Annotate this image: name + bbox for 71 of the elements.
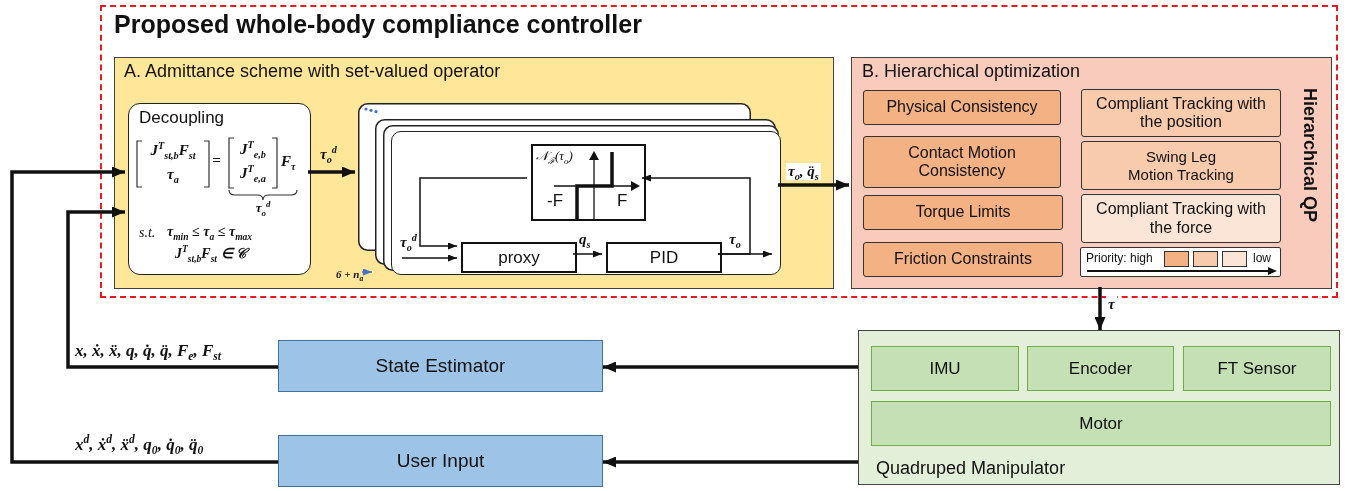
- priority-label: low: [1253, 252, 1271, 266]
- constraint-label: s.t.: [139, 225, 156, 242]
- task-box: [863, 90, 1061, 125]
- arrow: [419, 177, 528, 250]
- box-label: proxy: [498, 247, 540, 268]
- vertical-title: Hierarchical QP: [1299, 88, 1320, 223]
- box-label: Torque Limits: [915, 203, 1011, 222]
- arrow: [308, 166, 355, 178]
- arrow: [572, 250, 603, 258]
- box-label: IMU: [929, 358, 961, 379]
- panel-title: A. Admittance scheme with set-valued operator: [124, 61, 501, 82]
- task-box: [1081, 89, 1281, 137]
- card-title: Decoupling: [139, 108, 225, 128]
- box-label: Compliant Tracking with the position: [1096, 94, 1266, 132]
- task-box: [1081, 194, 1281, 243]
- task-box: [863, 136, 1061, 188]
- component-box: [1027, 346, 1174, 391]
- robot-panel: [858, 330, 1340, 485]
- box-label: State Estimator: [375, 355, 506, 377]
- arrow: [603, 361, 858, 373]
- constraint-equation: τ$_{min}$ ≤ τ$_{a}$ ≤ τ$_{max}$: [167, 224, 253, 241]
- process-box: [606, 242, 722, 273]
- arrow: [10, 166, 278, 464]
- panel-title: B. Hierarchical optimization: [862, 61, 1081, 82]
- task-box: [1081, 141, 1281, 190]
- equation-term: J$^{T}$$_{st,b}$F$_{st}$: [149, 142, 197, 160]
- box-label: Compliant Tracking with the force: [1096, 200, 1266, 237]
- axis-label: F: [617, 191, 628, 211]
- dashed-boundary: [100, 5, 1338, 298]
- axis-label: -F: [547, 191, 564, 211]
- edge-label: τ$_{o}$, q̈$_{s}$: [786, 163, 821, 180]
- arrow: [361, 268, 373, 276]
- box-label: Encoder: [1068, 358, 1133, 379]
- edge-label: x$^{d}$, ẋ$^{d}$, ẍ$^{d}$, q$_{0}$, q̇$_{0}$, q̈$_{0}$: [73, 436, 206, 455]
- box-label: FT Sensor: [1217, 358, 1297, 379]
- arrow: [66, 206, 278, 369]
- arrow: [401, 254, 458, 262]
- box-label: PID: [649, 247, 679, 268]
- optimization-panel: [851, 57, 1332, 289]
- box-label: Physical Consistency: [886, 98, 1038, 117]
- equation-term: F$_{τ}$: [281, 153, 296, 171]
- box-label: Contact Motion Consistency: [907, 143, 1017, 181]
- panel-title: Quadruped Manipulator: [876, 458, 1066, 479]
- equation-card: [128, 103, 311, 275]
- component-box: [871, 401, 1331, 446]
- equation-term: τ$_{a}$: [166, 166, 180, 184]
- panel-title: Proposed whole-body compliance controller: [114, 10, 642, 39]
- process-box: [278, 340, 603, 392]
- box-label: Motor: [1079, 413, 1123, 434]
- arrow: [1094, 287, 1106, 330]
- operator-label: 𝒩$_{ℱ}$(τ$_{o}$): [536, 149, 573, 164]
- arrow: [641, 174, 751, 255]
- component-box: [1183, 346, 1331, 391]
- box-label: Friction Constraints: [894, 250, 1032, 269]
- box-label: Swing Leg Motion Tracking: [1127, 148, 1235, 183]
- task-box: [863, 242, 1063, 277]
- equation-term: =: [212, 152, 221, 170]
- arrow: [603, 456, 858, 468]
- process-box: [461, 242, 577, 273]
- scheme-panel: [114, 57, 834, 289]
- component-box: [871, 346, 1019, 391]
- box-label: User Input: [396, 450, 485, 472]
- dimension-label: 6 + n$_{a}$: [336, 268, 364, 281]
- arrow: [778, 179, 849, 191]
- operator-box: [531, 144, 646, 221]
- front-card: [391, 131, 781, 275]
- priority-label: Priority: high: [1086, 252, 1153, 266]
- priority-legend: [1080, 247, 1281, 277]
- edge-label: x, ẋ, ẍ, q, q̇, q̈, F$_{e}$, F$_{st}$: [73, 342, 224, 361]
- process-box: [278, 435, 603, 487]
- task-box: [863, 195, 1063, 230]
